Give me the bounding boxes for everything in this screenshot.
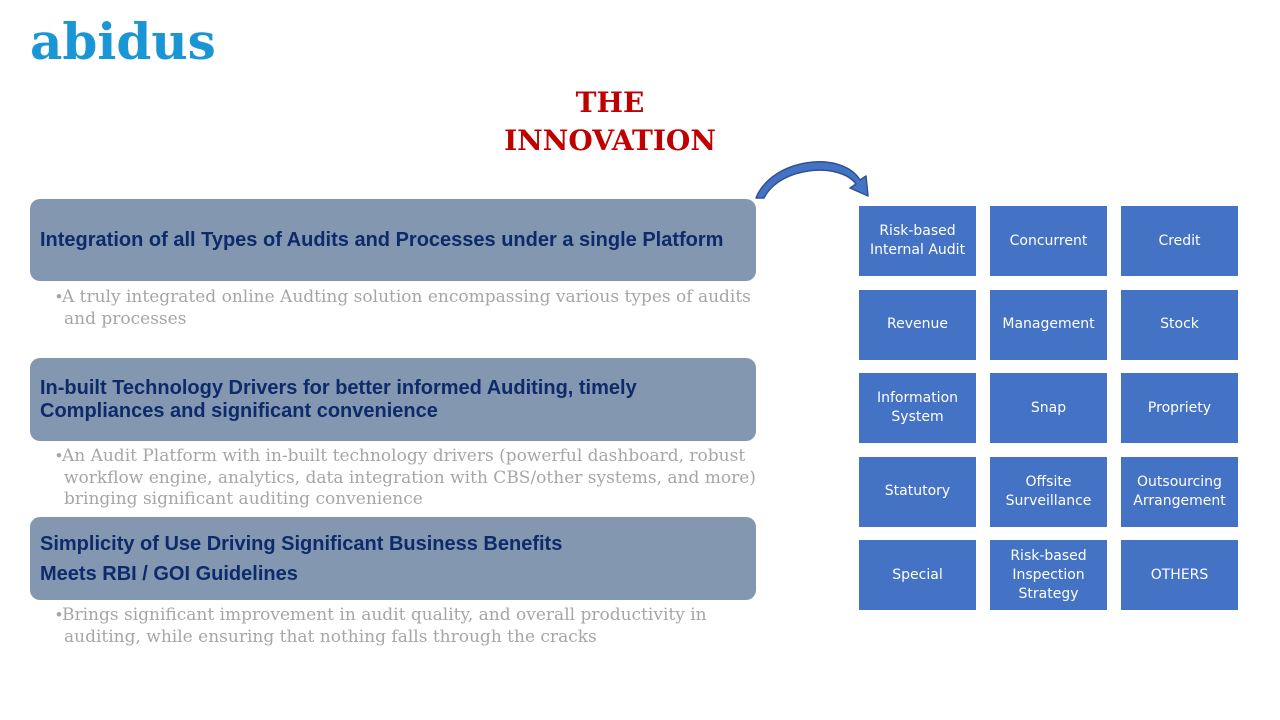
bullet-dot: • — [56, 605, 62, 624]
audit-type-cell: Outsourcing Arrangement — [1121, 456, 1238, 527]
section-heading-text: Integration of all Types of Audits and P… — [40, 228, 724, 251]
audit-type-cell: Risk-based Internal Audit — [859, 206, 976, 276]
abidus-logo: abidus — [30, 12, 216, 71]
audit-type-cell: Offsite Surveillance — [990, 456, 1107, 527]
section-heading-text: In-built Technology Drivers for better i… — [40, 376, 637, 422]
audit-type-cell: Information System — [859, 373, 976, 443]
title-line-2: INNOVATION — [504, 124, 716, 157]
audit-type-cell: Stock — [1121, 289, 1238, 360]
bullet-text: Brings significant improvement in audit … — [61, 605, 707, 647]
section-heading-technology: In-built Technology Drivers for better i… — [30, 358, 756, 441]
section-heading-text: Simplicity of Use Driving Significant Bu… — [40, 532, 563, 555]
section-bullet-simplicity: •Brings significant improvement in audit… — [56, 604, 764, 648]
audit-type-cell: Snap — [990, 373, 1107, 443]
audit-type-cell: Risk-based Inspection Strategy — [990, 540, 1107, 610]
audit-type-cell: Credit — [1121, 206, 1238, 276]
audit-type-cell: Concurrent — [990, 206, 1107, 276]
bullet-text: A truly integrated online Audting soluti… — [61, 287, 751, 329]
audit-type-cell: Revenue — [859, 289, 976, 360]
bullet-dot: • — [56, 446, 62, 465]
section-heading-integration: Integration of all Types of Audits and P… — [30, 199, 756, 281]
section-heading-simplicity: Simplicity of Use Driving Significant Bu… — [30, 517, 756, 600]
title-line-1: THE — [575, 86, 645, 119]
audit-type-cell: OTHERS — [1121, 540, 1238, 610]
section-bullet-integration: •A truly integrated online Audting solut… — [56, 286, 764, 330]
audit-type-cell: Special — [859, 540, 976, 610]
section-bullet-technology: •An Audit Platform with in-built technol… — [56, 445, 764, 511]
section-heading-guidelines: Meets RBI / GOI Guidelines — [40, 562, 298, 585]
bullet-text: An Audit Platform with in-built technolo… — [61, 446, 756, 509]
bullet-dot: • — [56, 287, 62, 306]
audit-type-cell: Propriety — [1121, 373, 1238, 443]
audit-type-cell: Statutory — [859, 456, 976, 527]
curved-arrow-icon — [755, 161, 869, 199]
page-title: THE INNOVATION — [480, 84, 740, 160]
audit-type-cell: Management — [990, 289, 1107, 360]
